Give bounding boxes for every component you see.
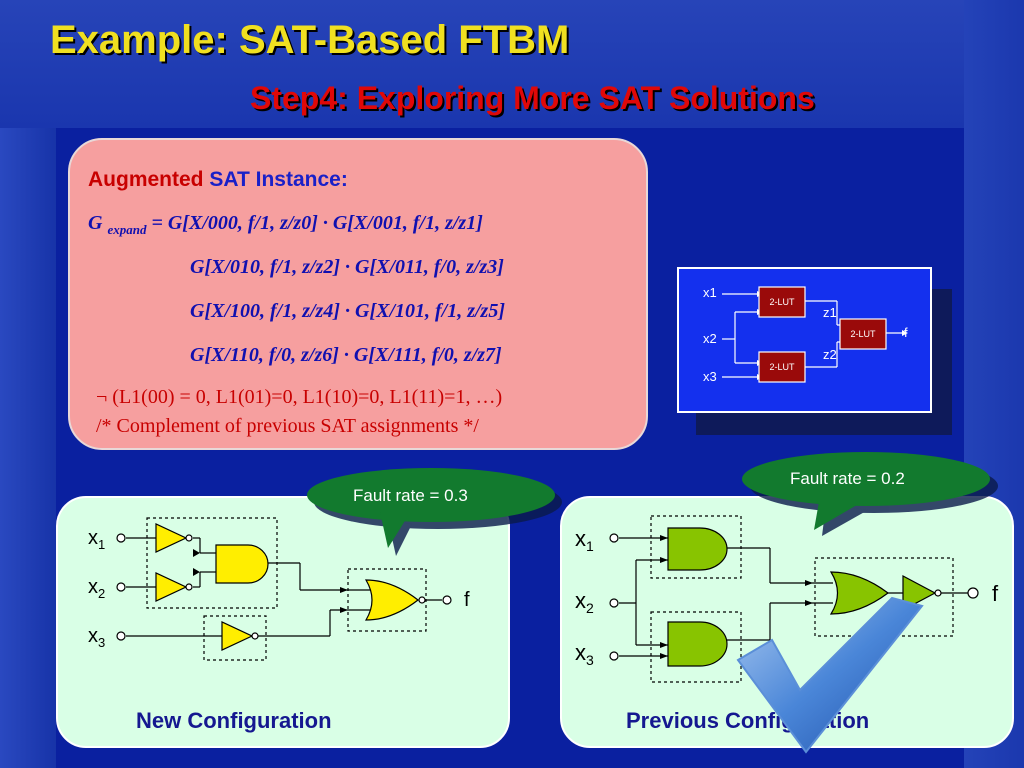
- lut-block-3-rect: [839, 318, 887, 350]
- prev-buffer-gate: [902, 575, 937, 611]
- input-pin-x3: [116, 631, 126, 641]
- negation-clause: ¬ (L1(00) = 0, L1(01)=0, L1(10)=0, L1(11…: [96, 386, 503, 408]
- lut-block-2: 2-LUT: [758, 351, 806, 383]
- prev-input-x1: x1: [575, 526, 594, 554]
- new-input-x2: x2: [88, 576, 105, 601]
- lut-diagram: 2-LUT 2-LUT 2-LUT: [677, 267, 932, 413]
- lut-output-f: f: [904, 325, 908, 340]
- eq-lhs-sub: expand: [107, 222, 147, 237]
- callout-prev: [742, 452, 990, 530]
- lut-wire-z1: z1: [823, 305, 837, 320]
- comment-text: /* Complement of previous SAT assignment…: [96, 415, 479, 437]
- prev-and-gate-1: [667, 527, 728, 571]
- prev-or-gate: [829, 571, 890, 615]
- fault-rate-prev: Fault rate = 0.2: [790, 469, 905, 488]
- input-pin-x2: [116, 582, 126, 592]
- lut-block-3-label: 2-LUT: [850, 329, 876, 339]
- slide-title: Example: SAT-Based FTBM: [50, 18, 570, 62]
- lut-block-2-label: 2-LUT: [769, 362, 795, 372]
- new-input-x3: x3: [88, 625, 105, 650]
- lut-wire-z2: z2: [823, 347, 837, 362]
- prev-input-pin-x3: [609, 651, 619, 661]
- new-output-f: f: [464, 589, 470, 611]
- or-gate: [364, 579, 419, 621]
- prev-input-x2: x2: [575, 588, 594, 616]
- lut-diagram-svg: 2-LUT 2-LUT 2-LUT: [703, 285, 908, 384]
- equation-line-3: G[X/100, f/1, z/z4] · G[X/101, f/1, z/z5…: [190, 300, 505, 322]
- equation-line-2: G[X/010, f/1, z/z2] · G[X/011, f/0, z/z3…: [190, 256, 504, 278]
- sat-heading-instance: SAT Instance:: [209, 168, 348, 191]
- prev-input-pin-x2: [609, 598, 619, 608]
- output-pin-f: [442, 595, 452, 605]
- fault-rate-new: Fault rate = 0.3: [353, 486, 468, 505]
- lut-block-1: 2-LUT: [758, 286, 806, 318]
- equation-line-1: G expand = G[X/000, f/1, z/z0] · G[X/001…: [88, 212, 483, 238]
- new-input-x1: x1: [88, 527, 105, 552]
- prev-output-f: f: [992, 581, 999, 606]
- sat-heading-augmented: Augmented: [88, 168, 204, 191]
- left-band: [0, 128, 56, 768]
- eq-lhs: G: [88, 212, 103, 234]
- header-band: [0, 0, 1024, 128]
- eq-rhs-1: = G[X/000, f/1, z/z0] · G[X/001, f/1, z/…: [151, 212, 483, 234]
- buffer-gate-2: [155, 572, 188, 602]
- new-configuration-label: New Configuration: [136, 708, 332, 733]
- lut-input-x2: x2: [703, 331, 717, 346]
- prev-output-pin-f: [967, 587, 979, 599]
- callout-new: [307, 468, 555, 548]
- slide-subtitle: Step4: Exploring More SAT Solutions: [250, 80, 815, 116]
- prev-input-pin-x1: [609, 533, 619, 543]
- buffer-gate-1: [155, 523, 188, 553]
- sat-instance-box: Augmented SAT Instance: G expand = G[X/0…: [68, 138, 648, 450]
- lut-input-x1: x1: [703, 285, 717, 300]
- input-pin-x1: [116, 533, 126, 543]
- and-gate: [215, 544, 269, 584]
- lut-block-1-label: 2-LUT: [769, 297, 795, 307]
- prev-and-gate-2: [667, 621, 728, 667]
- buffer-gate-3: [221, 621, 254, 651]
- sat-heading: Augmented SAT Instance:: [88, 168, 348, 192]
- equation-line-4: G[X/110, f/0, z/z6] · G[X/111, f/0, z/z7…: [190, 344, 502, 366]
- prev-input-x3: x3: [575, 640, 594, 668]
- lut-input-x3: x3: [703, 369, 717, 384]
